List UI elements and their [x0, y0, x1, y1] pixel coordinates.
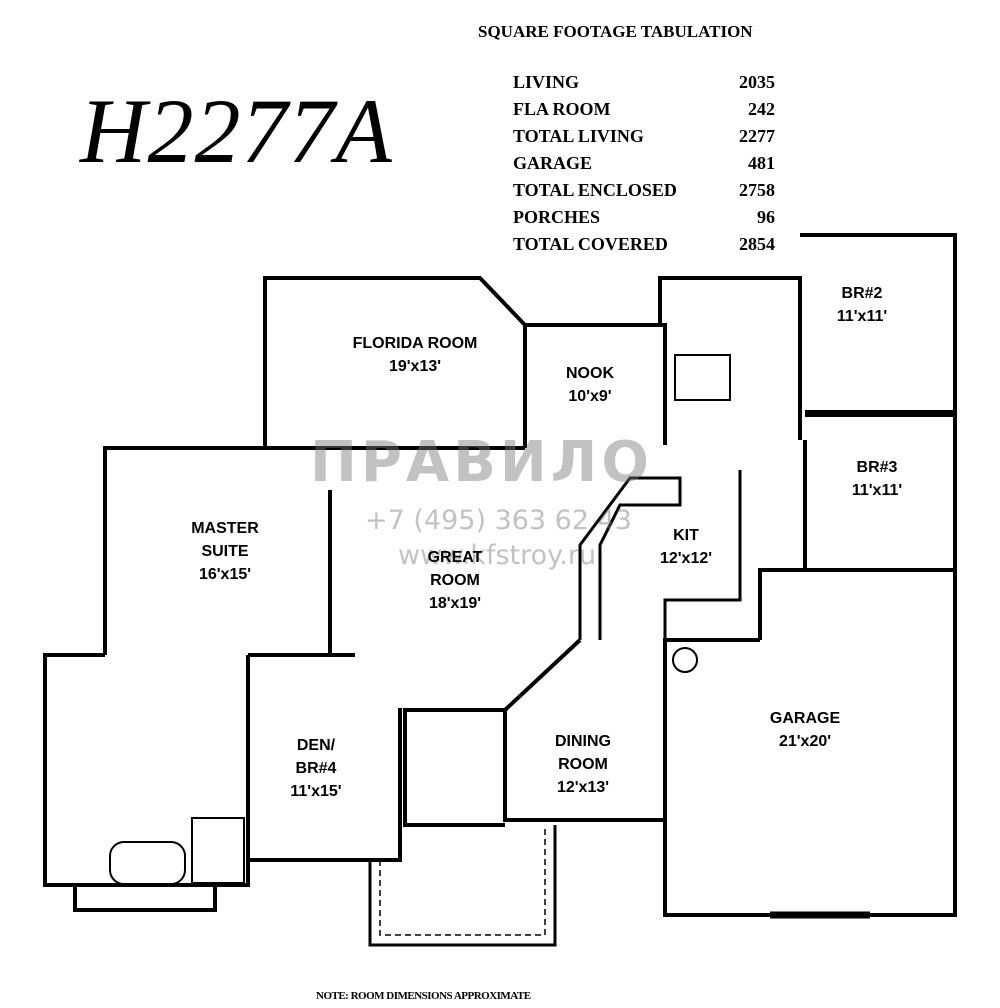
br2-walls: [800, 233, 957, 414]
tabulation-row: TOTAL LIVING 2277: [513, 126, 775, 153]
bath-walls: [658, 276, 802, 440]
row-label: GARAGE: [513, 153, 593, 173]
porch: [368, 825, 557, 947]
row-label: LIVING: [513, 72, 580, 92]
garage-walls: [663, 570, 957, 917]
tabulation-row: GARAGE 481: [513, 153, 775, 180]
nook-walls: [525, 323, 667, 445]
row-value: 2854: [739, 234, 775, 254]
row-value: 481: [748, 153, 775, 173]
dining-walls: [503, 638, 667, 822]
row-label: TOTAL ENCLOSED: [513, 180, 677, 200]
closet: [674, 354, 731, 401]
row-label: TOTAL COVERED: [513, 234, 668, 254]
row-label: TOTAL LIVING: [513, 126, 644, 146]
entry-walls: [403, 708, 505, 827]
shower: [191, 817, 245, 884]
florida-room-walls: [263, 276, 527, 448]
plan-id-title: H2277A: [80, 80, 393, 182]
row-value: 242: [748, 99, 775, 119]
water-heater: [672, 647, 698, 673]
row-label: FLA ROOM: [513, 99, 611, 119]
watermark-logo: ПРАВИЛО: [310, 430, 653, 495]
watermark-phone: +7 (495) 363 62 43: [365, 505, 632, 536]
row-value: 2277: [739, 126, 775, 146]
tabulation-row: PORCHES 96: [513, 207, 775, 234]
tabulation-row: FLA ROOM 242: [513, 99, 775, 126]
row-value: 96: [757, 207, 775, 227]
kitchen-counter: [663, 470, 742, 640]
master-walls: [103, 446, 265, 655]
tabulation-row: TOTAL ENCLOSED 2758: [513, 180, 775, 207]
row-value: 2035: [739, 72, 775, 92]
watermark-site: www.kfstroy.ru: [398, 540, 597, 571]
row-value: 2758: [739, 180, 775, 200]
row-label: PORCHES: [513, 207, 601, 227]
dimensions-note: NOTE: ROOM DIMENSIONS APPROXIMATE: [316, 990, 531, 1002]
master-bath-walls: [43, 653, 250, 887]
tabulation-row: TOTAL COVERED 2854: [513, 234, 775, 261]
bathtub: [109, 841, 186, 885]
tabulation-title: SQUARE FOOTAGE TABULATION: [478, 22, 753, 41]
kitchen-island: [578, 476, 682, 640]
tabulation-row: LIVING 2035: [513, 72, 775, 99]
